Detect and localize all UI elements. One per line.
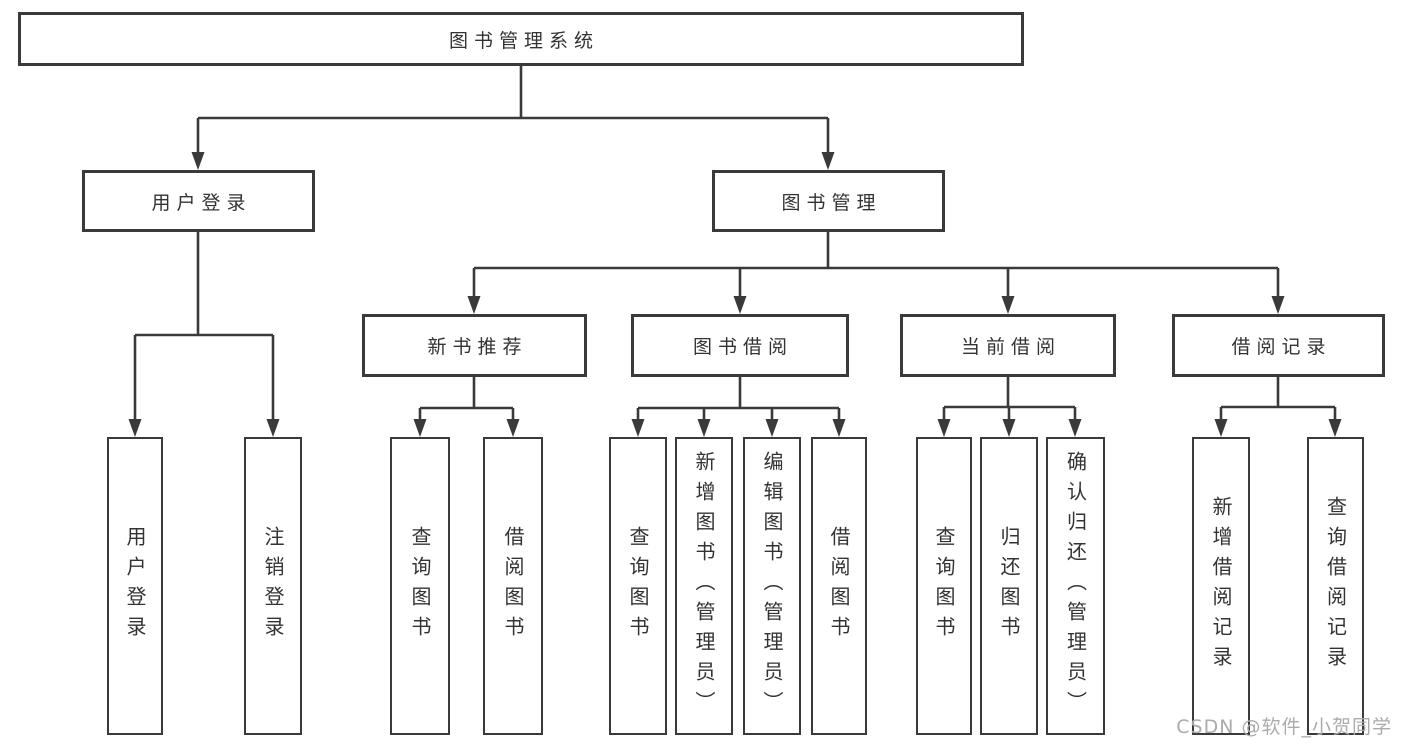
leaf-add-borrow-record: 新增借阅记录 — [1192, 437, 1250, 735]
node-book-borrowing: 图书借阅 — [631, 314, 849, 377]
node-borrowing-records: 借阅记录 — [1172, 314, 1385, 377]
node-new-book-recommendation: 新书推荐 — [362, 314, 587, 377]
leaf-query-borrow-record: 查询借阅记录 — [1307, 437, 1364, 735]
leaf-borrow-books-recommend: 借阅图书 — [483, 437, 543, 735]
csdn-watermark: CSDN @软件_小贺同学 — [1176, 716, 1392, 738]
leaf-query-books-recommend: 查询图书 — [390, 437, 450, 735]
node-root-system: 图书管理系统 — [18, 12, 1024, 66]
leaf-user-login: 用户登录 — [107, 437, 163, 735]
leaf-query-books-current: 查询图书 — [916, 437, 972, 735]
leaf-logout: 注销登录 — [244, 437, 302, 735]
leaf-borrow-books: 借阅图书 — [811, 437, 867, 735]
leaf-return-books: 归还图书 — [980, 437, 1038, 735]
leaf-edit-books-admin: 编辑图书（管理员） — [743, 437, 801, 735]
node-book-management: 图书管理 — [712, 170, 945, 232]
node-current-borrowing: 当前借阅 — [900, 314, 1116, 377]
leaf-query-books-borrow: 查询图书 — [609, 437, 667, 735]
leaf-add-books-admin: 新增图书（管理员） — [675, 437, 733, 735]
node-user-login: 用户登录 — [82, 170, 315, 232]
leaf-confirm-return-admin: 确认归还（管理员） — [1046, 437, 1105, 735]
